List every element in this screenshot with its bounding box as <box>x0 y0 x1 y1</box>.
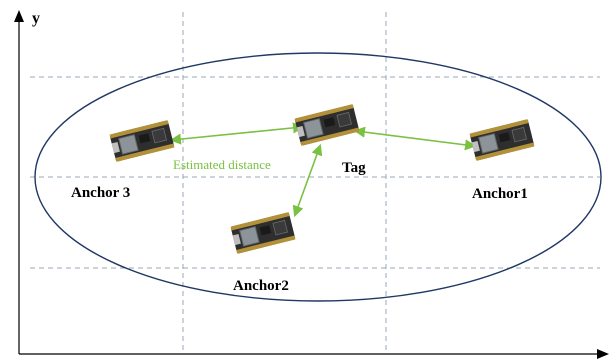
anchor1-label: Anchor1 <box>472 186 528 202</box>
coverage-ellipse <box>34 52 602 302</box>
anchor3-board <box>109 119 175 163</box>
tag-board <box>294 103 360 147</box>
distance-arrow-anchor3-tag <box>169 122 305 145</box>
distance-arrow-tag-anchor2 <box>292 143 323 218</box>
y-axis-arrow <box>14 10 24 22</box>
grid <box>30 12 600 350</box>
distance-arrows <box>169 122 477 218</box>
anchor1-board <box>469 118 535 162</box>
estimated-distance-label: Estimated distance <box>173 157 271 172</box>
distance-arrow-tag-anchor1 <box>353 126 477 151</box>
anchor2-label: Anchor2 <box>233 278 289 294</box>
anchor3-label: Anchor 3 <box>71 185 130 201</box>
tag-label: Tag <box>342 160 366 176</box>
anchor2-board <box>230 211 296 255</box>
x-axis-arrow <box>597 349 609 359</box>
axes <box>14 10 609 359</box>
y-axis-label: y <box>32 10 40 27</box>
